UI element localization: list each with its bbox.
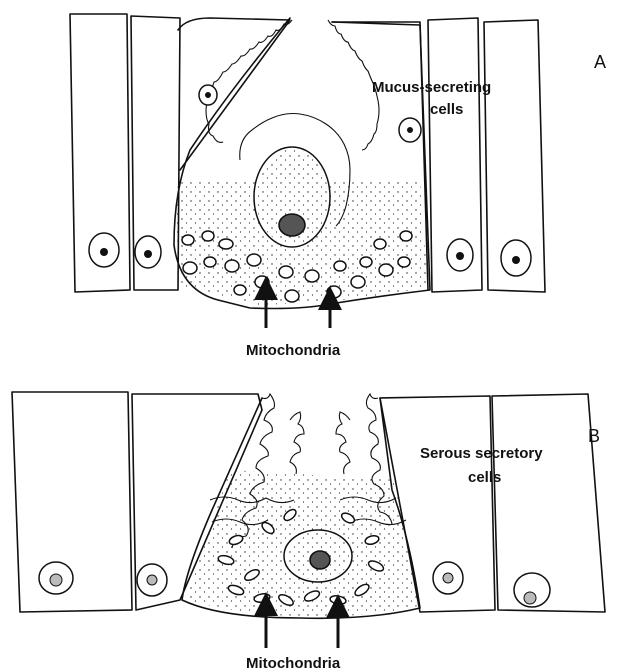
columnar-cell bbox=[178, 18, 290, 170]
mitochondria-label-a: Mitochondria bbox=[246, 342, 341, 359]
panel-b: B Serous secretory cells Mitochondria bbox=[12, 392, 605, 672]
nucleolus bbox=[279, 214, 305, 236]
serous-cells-label: Serous secretory bbox=[420, 445, 543, 462]
mitochondria-label-b: Mitochondria bbox=[246, 655, 341, 672]
mucus-cells-label: Mucus-secreting bbox=[372, 79, 491, 96]
panel-a: A Mucus-secreting cells Mitochondria bbox=[70, 14, 606, 359]
panel-letter-b: B bbox=[588, 426, 600, 446]
nucleolus bbox=[310, 551, 330, 569]
apical-membrane bbox=[206, 20, 292, 142]
serous-cells-label-2: cells bbox=[468, 469, 501, 486]
panel-letter-a: A bbox=[594, 52, 606, 72]
mucus-cells-label-2: cells bbox=[430, 101, 463, 118]
